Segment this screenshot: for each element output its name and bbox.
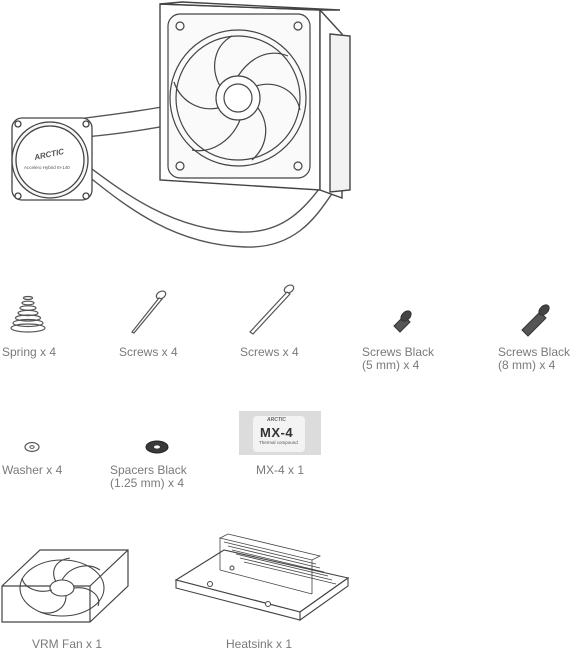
spring-icon [10,295,46,333]
washer-icon [24,441,40,453]
screw-black-long-icon [521,304,550,337]
part-label-spacers-black-line1: Spacers Black [110,463,187,477]
radiator-fan [167,13,311,179]
part-label-spring: Spring x 4 [2,345,57,359]
part-label-screws-black-8mm-line2: (8 mm) x 4 [498,358,556,372]
screw-black-short-icon [393,310,412,333]
cooler-illustration [11,1,351,248]
part-label-screws-2: Screws x 4 [240,345,299,359]
part-label-screws-black-5mm-line2: (5 mm) x 4 [362,358,420,372]
part-label-vrm-fan: VRM Fan x 1 [32,637,103,651]
part-label-screws-1: Screws x 4 [119,345,178,359]
mx4-package: ARCTIC MX-4 Thermal compound [239,411,321,455]
spacer-black-icon [145,440,169,454]
part-label-screws-black-5mm-line1: Screws Black [362,345,435,359]
mx4-title: MX-4 [260,425,294,440]
screw-longer-icon [249,284,295,335]
part-label-heatsink: Heatsink x 1 [226,637,293,651]
part-label-spacers-black-line2: (1.25 mm) x 4 [110,476,185,490]
mx4-brand: ARCTIC [267,417,286,423]
pump [11,117,93,201]
part-label-mx4: MX-4 x 1 [256,463,305,477]
pump-model-text: Accelero Hybrid III-140 [24,165,70,170]
heatsink-icon [174,533,350,622]
part-label-washer: Washer x 4 [2,463,63,477]
mx4-subtitle: Thermal compound [259,440,298,445]
part-label-screws-black-8mm-line1: Screws Black [498,345,571,359]
mx4-package-inner [253,416,305,452]
screw-long-icon [131,290,167,334]
vrm-fan-icon [1,549,129,623]
